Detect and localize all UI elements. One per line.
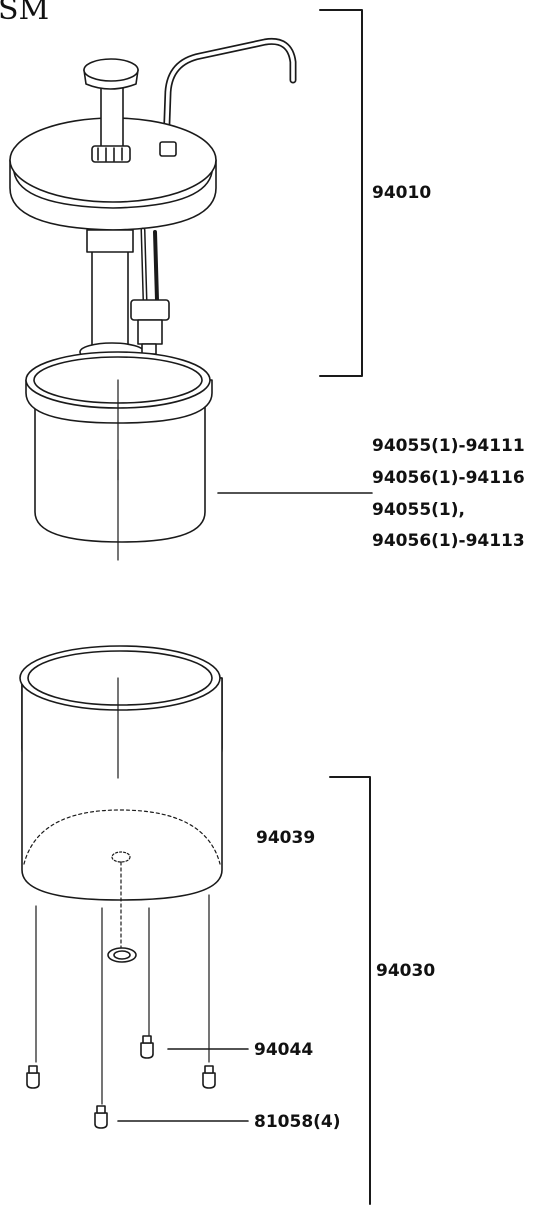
pump-rod [100,83,124,155]
label-pump-part: 94010 [372,183,432,203]
label-base-group: 94030 [376,961,436,981]
pump-assembly [9,37,297,377]
label-jar-part-3: 94055(1), [372,500,465,520]
foot [26,1065,40,1089]
label-jar-part-4: 94056(1)-94113 [372,531,525,551]
label-feet-part: 81058(4) [254,1112,341,1132]
pump-check-valve [130,299,170,321]
foot [202,1065,216,1089]
foot [94,1105,108,1129]
page-title: SM [0,0,50,27]
jar [25,351,213,543]
pump-bracket [319,9,363,377]
base-housing [19,645,223,901]
label-jar-part-2: 94056(1)-94116 [372,468,525,488]
pump-cylinder [91,237,129,351]
base-bracket [329,776,371,1205]
label-jar-part-1: 94055(1)-94111 [372,436,525,456]
label-foot-part: 94044 [254,1040,314,1060]
foot [140,1035,154,1059]
label-base-part: 94039 [256,828,316,848]
